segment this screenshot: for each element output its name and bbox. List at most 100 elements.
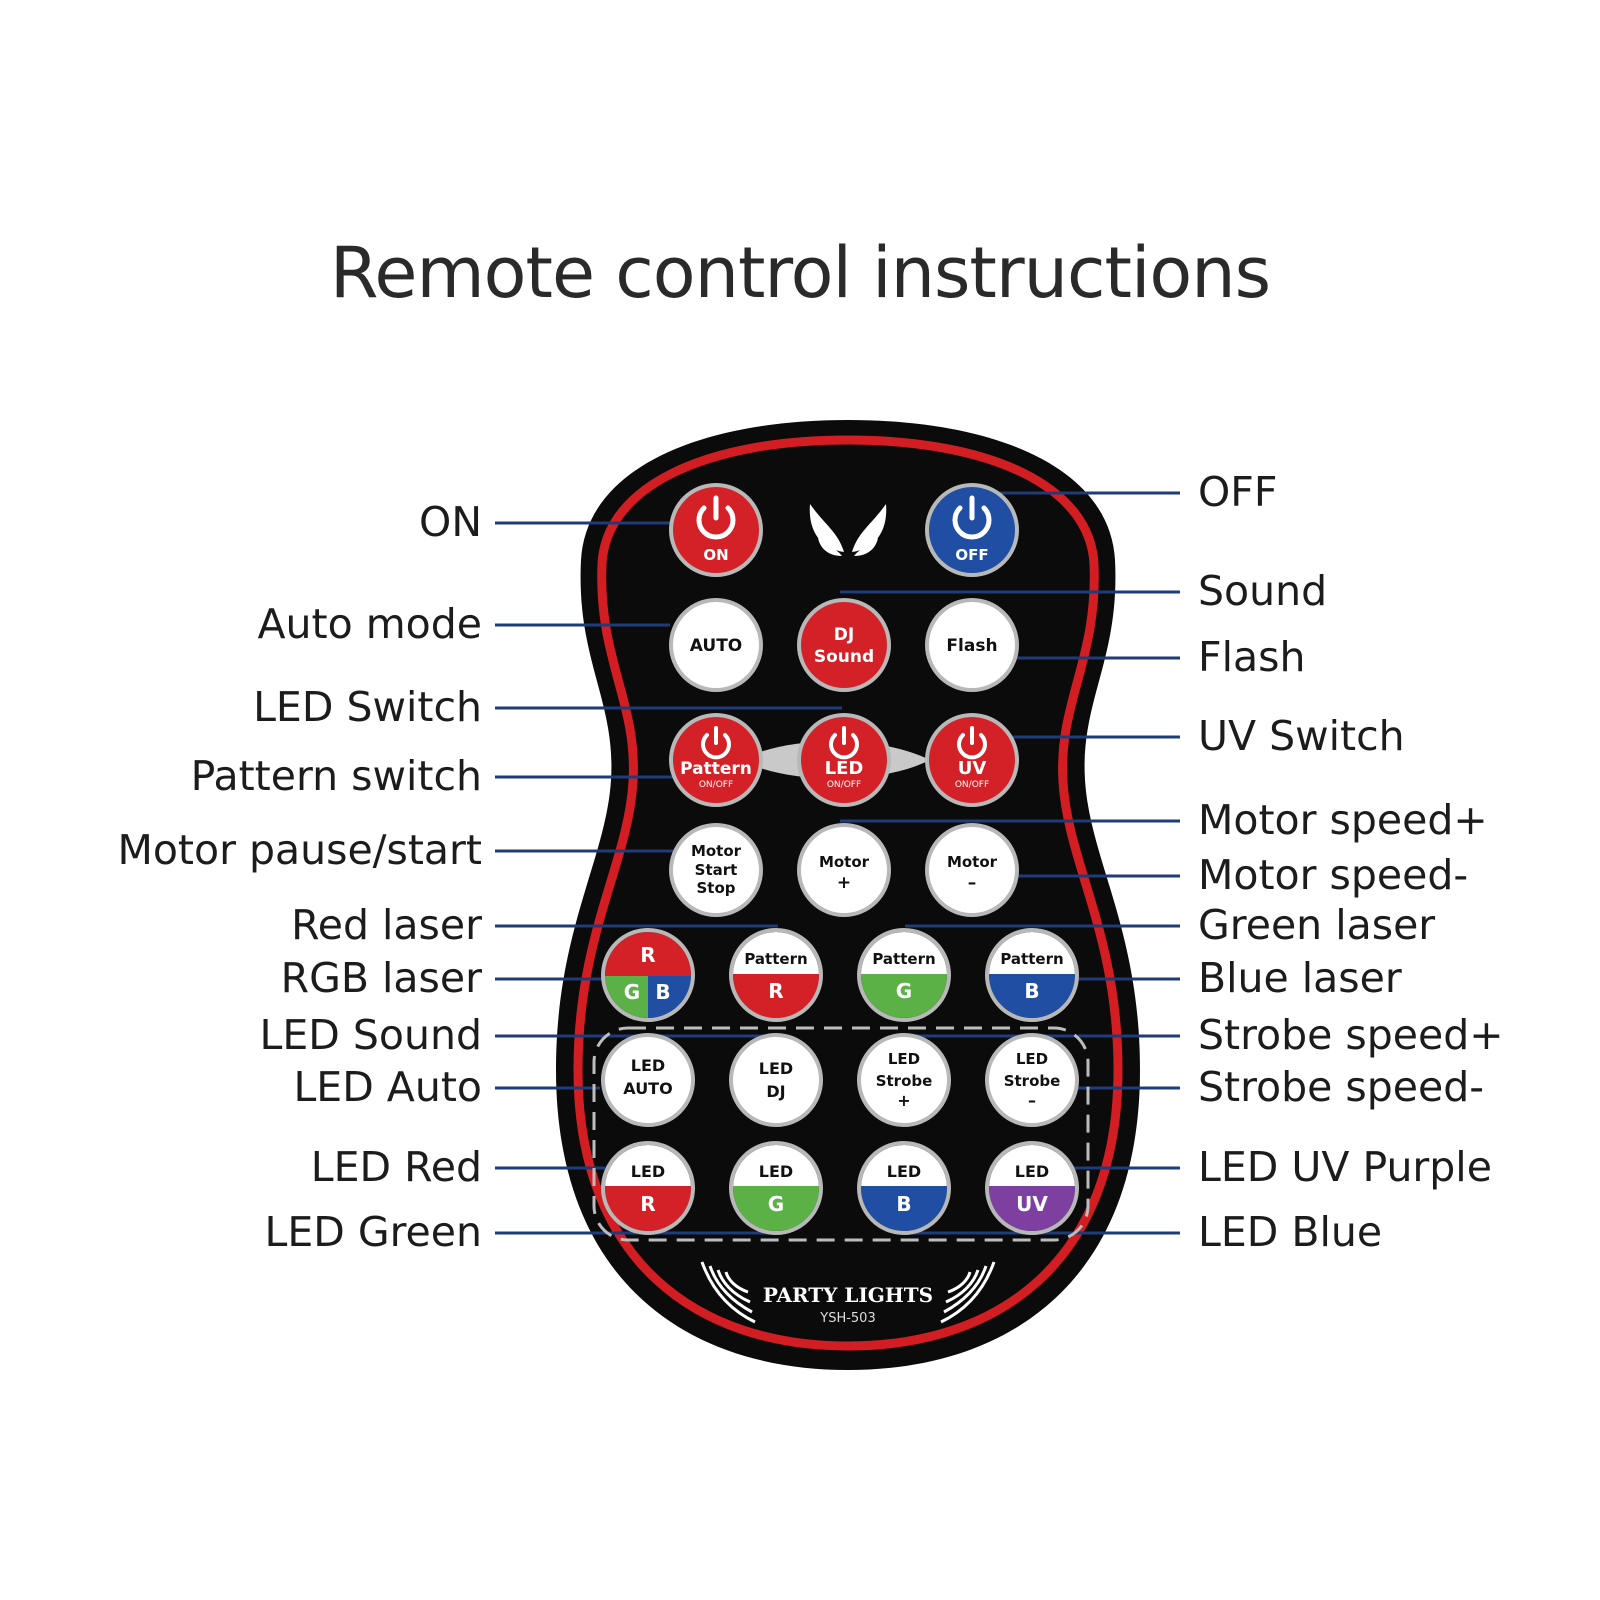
pattern-b-button[interactable]: Pattern B xyxy=(985,928,1086,1024)
motor-start-stop-line2: Start xyxy=(695,861,738,879)
led-strobe-plus-button[interactable]: LED Strobe + xyxy=(857,1033,951,1127)
left-wing-icon xyxy=(700,1261,756,1324)
right-wing-icon xyxy=(940,1261,996,1324)
dj-sound-line2: Sound xyxy=(814,647,874,667)
brand-name: PARTY LIGHTS xyxy=(763,1283,933,1307)
pattern-switch-label: Pattern xyxy=(680,759,752,779)
motor-minus-button[interactable]: Motor – xyxy=(925,823,1019,917)
power-icon xyxy=(957,726,987,760)
led-strobe-minus-button[interactable]: LED Strobe – xyxy=(985,1033,1079,1127)
callout-led-red: LED Red xyxy=(310,1143,482,1191)
motor-plus-button[interactable]: Motor + xyxy=(797,823,891,917)
motor-start-stop-line1: Motor xyxy=(691,842,742,860)
motor-minus-line2: – xyxy=(968,873,977,893)
callout-off: OFF xyxy=(1198,468,1278,516)
callout-led-uv-purple: LED UV Purple xyxy=(1198,1143,1492,1191)
led-auto-button[interactable]: LED AUTO xyxy=(601,1033,695,1127)
callout-strobe-speed-minus: Strobe speed- xyxy=(1198,1063,1485,1111)
led-dj-line2: DJ xyxy=(766,1082,785,1101)
dj-sound-line1: DJ xyxy=(834,625,854,645)
led-b-top: LED xyxy=(887,1162,921,1181)
dj-sound-button[interactable]: DJ Sound xyxy=(797,598,891,692)
rgb-laser-r: R xyxy=(640,943,655,967)
callout-led-green: LED Green xyxy=(264,1208,482,1256)
led-switch-sub: ON/OFF xyxy=(827,780,861,790)
motor-plus-line1: Motor xyxy=(819,853,870,871)
led-strobe-plus-line1: LED xyxy=(888,1050,920,1068)
power-icon xyxy=(829,726,859,760)
led-strobe-minus-line3: – xyxy=(1028,1091,1036,1110)
on-button-label: ON xyxy=(703,546,728,564)
callout-led-auto: LED Auto xyxy=(293,1063,482,1111)
motor-minus-line1: Motor xyxy=(947,853,998,871)
pattern-r-button[interactable]: Pattern R xyxy=(729,928,830,1024)
led-r-top: LED xyxy=(631,1162,665,1181)
led-strobe-plus-line3: + xyxy=(897,1091,910,1110)
pattern-r-bottom: R xyxy=(768,979,783,1003)
rgb-laser-button[interactable]: R G B xyxy=(600,928,700,1026)
led-r-bottom: R xyxy=(640,1192,655,1216)
led-uv-bottom: UV xyxy=(1016,1192,1048,1216)
pattern-switch-button[interactable]: Pattern ON/OFF xyxy=(669,713,763,807)
callout-rgb-laser: RGB laser xyxy=(280,954,482,1002)
led-uv-top: LED xyxy=(1015,1162,1049,1181)
callout-on: ON xyxy=(419,498,482,546)
led-b-button[interactable]: LED B xyxy=(856,1141,956,1236)
power-icon xyxy=(696,495,736,540)
pattern-switch-sub: ON/OFF xyxy=(699,780,733,790)
wings-logo-icon xyxy=(809,504,887,556)
power-icon xyxy=(952,495,992,540)
callout-led-sound: LED Sound xyxy=(259,1011,482,1059)
callout-pattern-switch: Pattern switch xyxy=(190,752,482,800)
led-strobe-minus-line1: LED xyxy=(1016,1050,1048,1068)
callout-green-laser: Green laser xyxy=(1198,901,1436,949)
callout-uv-switch: UV Switch xyxy=(1198,712,1405,760)
pattern-b-top: Pattern xyxy=(1000,950,1063,968)
led-strobe-minus-line2: Strobe xyxy=(1004,1072,1061,1090)
callout-motor-speed-minus: Motor speed- xyxy=(1198,851,1469,899)
auto-button-label: AUTO xyxy=(690,636,743,656)
uv-switch-label: UV xyxy=(958,758,987,779)
on-button[interactable]: ON xyxy=(669,483,763,577)
led-auto-line2: AUTO xyxy=(623,1079,672,1098)
led-g-button[interactable]: LED G xyxy=(728,1141,828,1236)
callout-led-switch: LED Switch xyxy=(253,683,482,731)
pattern-g-top: Pattern xyxy=(872,950,935,968)
led-g-bottom: G xyxy=(768,1192,784,1216)
uv-switch-button[interactable]: UV ON/OFF xyxy=(925,713,1019,807)
led-dj-button[interactable]: LED DJ xyxy=(729,1033,823,1127)
motor-start-stop-button[interactable]: Motor Start Stop xyxy=(669,823,763,917)
page-title: Remote control instructions xyxy=(329,232,1271,314)
motor-start-stop-line3: Stop xyxy=(696,879,735,897)
callout-auto-mode: Auto mode xyxy=(257,600,483,648)
callout-blue-laser: Blue laser xyxy=(1198,954,1402,1002)
pattern-b-bottom: B xyxy=(1024,979,1039,1003)
callout-red-laser: Red laser xyxy=(291,901,482,949)
flash-button[interactable]: Flash xyxy=(925,598,1019,692)
off-button-label: OFF xyxy=(955,546,988,564)
uv-switch-sub: ON/OFF xyxy=(955,780,989,790)
led-r-button[interactable]: LED R xyxy=(600,1141,700,1236)
pattern-g-button[interactable]: Pattern G xyxy=(857,928,958,1024)
callout-flash: Flash xyxy=(1198,633,1306,681)
pattern-g-bottom: G xyxy=(896,979,912,1003)
callout-sound: Sound xyxy=(1198,567,1328,615)
callout-motor-speed-plus: Motor speed+ xyxy=(1198,796,1488,844)
led-section-outline xyxy=(592,1026,1090,1242)
callout-strobe-speed-plus: Strobe speed+ xyxy=(1198,1011,1504,1059)
led-uv-button[interactable]: LED UV xyxy=(984,1141,1084,1236)
off-button[interactable]: OFF xyxy=(925,483,1019,577)
remote-outline xyxy=(573,435,1123,1351)
callout-motor-pause-start: Motor pause/start xyxy=(117,826,482,874)
auto-button[interactable]: AUTO xyxy=(669,598,763,692)
led-b-bottom: B xyxy=(896,1192,911,1216)
callout-led-blue: LED Blue xyxy=(1198,1208,1383,1256)
led-strobe-plus-line2: Strobe xyxy=(876,1072,933,1090)
flash-button-label: Flash xyxy=(946,636,997,656)
motor-plus-line2: + xyxy=(837,873,851,893)
led-switch-button[interactable]: LED ON/OFF xyxy=(797,713,891,807)
rgb-laser-b: B xyxy=(655,980,670,1004)
power-icon xyxy=(701,726,731,760)
pattern-r-top: Pattern xyxy=(744,950,807,968)
